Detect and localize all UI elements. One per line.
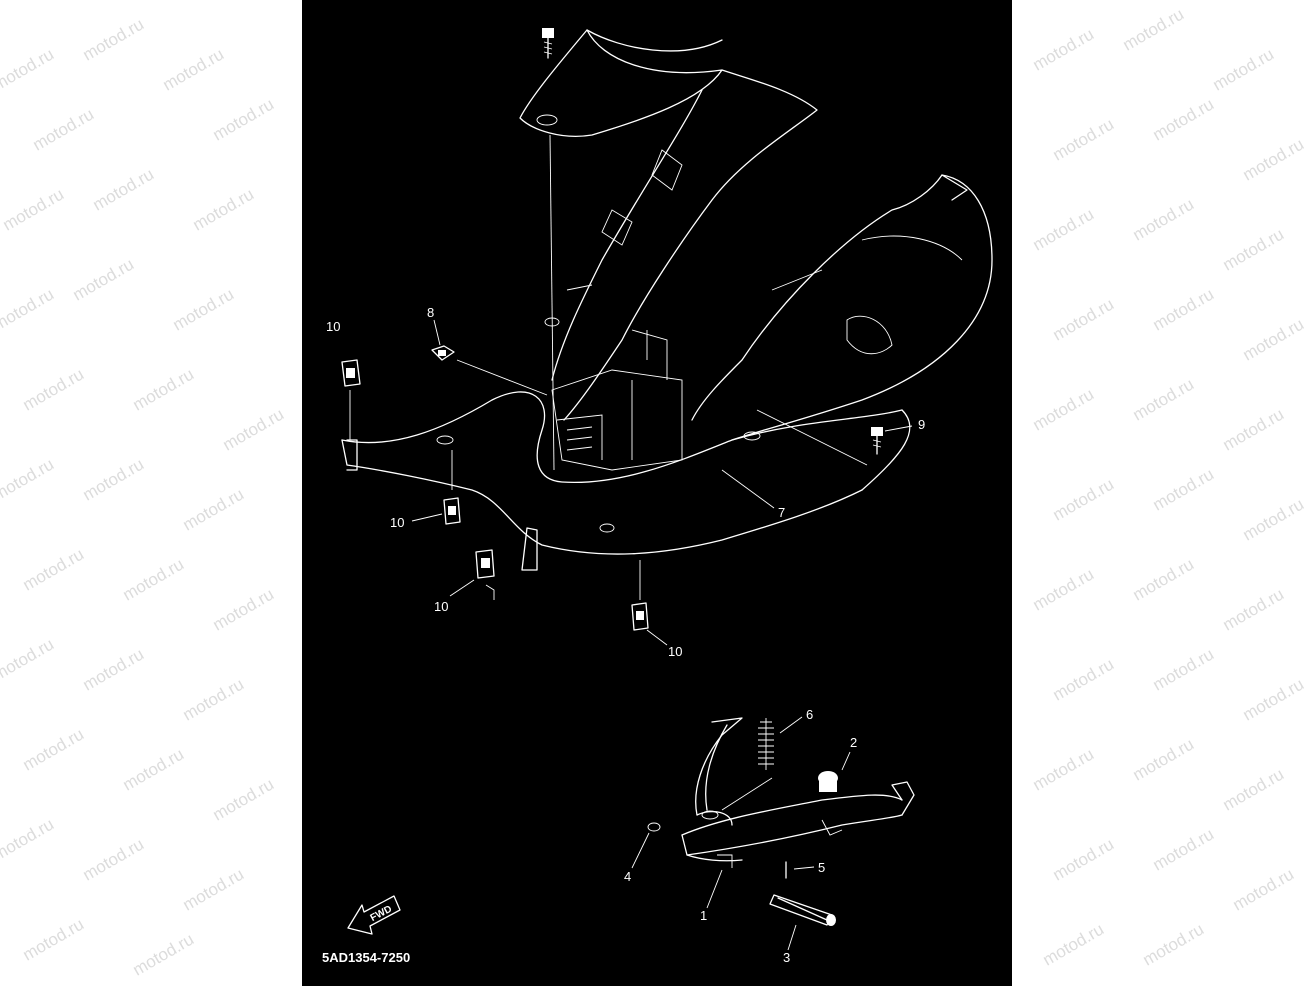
callout-10d: 10: [668, 644, 682, 659]
watermark: motod.ru: [79, 834, 148, 885]
callout-7: 7: [778, 505, 785, 520]
watermark: motod.ru: [1029, 204, 1098, 255]
callout-3: 3: [783, 950, 790, 965]
watermark: motod.ru: [89, 164, 158, 215]
parts-diagram: 10 8 10 10: [322, 28, 993, 965]
watermark: motod.ru: [0, 284, 58, 335]
watermark: motod.ru: [0, 184, 68, 235]
clip-nut-10a: [341, 359, 361, 440]
watermark: motod.ru: [1149, 644, 1218, 695]
watermark: motod.ru: [0, 634, 58, 685]
watermark: motod.ru: [1129, 374, 1198, 425]
watermark: motod.ru: [1149, 284, 1218, 335]
clip-nut-10c: [449, 549, 495, 600]
watermark: motod.ru: [1049, 294, 1118, 345]
watermark: motod.ru: [79, 14, 148, 65]
callout-5: 5: [818, 860, 825, 875]
watermark: motod.ru: [129, 364, 198, 415]
callout-9: 9: [918, 417, 925, 432]
watermark: motod.ru: [179, 674, 248, 725]
watermark: motod.ru: [1029, 384, 1098, 435]
screw-9: [756, 409, 913, 466]
clip-nut-10d: [631, 560, 668, 646]
watermark: motod.ru: [1049, 114, 1118, 165]
callout-6: 6: [806, 707, 813, 722]
watermark: motod.ru: [19, 544, 88, 595]
watermark: motod.ru: [1119, 4, 1188, 55]
top-screw: [542, 28, 555, 471]
watermark: motod.ru: [1039, 919, 1108, 970]
watermark: motod.ru: [1239, 494, 1308, 545]
fwd-label: FWD: [369, 904, 394, 924]
watermark: motod.ru: [1029, 744, 1098, 795]
watermark: motod.ru: [209, 584, 278, 635]
watermark: motod.ru: [119, 744, 188, 795]
watermark: motod.ru: [19, 364, 88, 415]
watermark: motod.ru: [1029, 24, 1098, 75]
watermark: motod.ru: [209, 94, 278, 145]
watermark: motod.ru: [179, 864, 248, 915]
watermark: motod.ru: [79, 454, 148, 505]
watermark: motod.ru: [159, 44, 228, 95]
watermark: motod.ru: [0, 44, 58, 95]
watermark: motod.ru: [1129, 554, 1198, 605]
callout-2: 2: [850, 735, 857, 750]
callout-4: 4: [624, 869, 631, 884]
watermark: motod.ru: [1129, 194, 1198, 245]
callout-10a: 10: [326, 319, 340, 334]
parts-diagram-panel: 10 8 10 10: [302, 0, 1012, 986]
watermark: motod.ru: [189, 184, 258, 235]
watermark: motod.ru: [19, 914, 88, 965]
watermark: motod.ru: [1049, 654, 1118, 705]
watermark: motod.ru: [0, 454, 58, 505]
watermark: motod.ru: [179, 484, 248, 535]
watermark: motod.ru: [1149, 94, 1218, 145]
watermark: motod.ru: [129, 929, 198, 980]
watermark: motod.ru: [1229, 864, 1298, 915]
watermark: motod.ru: [1219, 764, 1288, 815]
watermark: motod.ru: [1209, 44, 1278, 95]
callout-8: 8: [427, 305, 434, 320]
clip-nut-10b: [411, 450, 461, 525]
watermark: motod.ru: [29, 104, 98, 155]
watermark: motod.ru: [1049, 834, 1118, 885]
watermark: motod.ru: [0, 814, 58, 865]
watermark: motod.ru: [1149, 824, 1218, 875]
watermark: motod.ru: [1239, 134, 1308, 185]
callout-10c: 10: [434, 599, 448, 614]
watermark: motod.ru: [1219, 404, 1288, 455]
watermark: motod.ru: [169, 284, 238, 335]
watermark: motod.ru: [1129, 734, 1198, 785]
part-code: 5AD1354-7250: [322, 950, 410, 965]
watermark: motod.ru: [1139, 919, 1208, 970]
watermark: motod.ru: [79, 644, 148, 695]
watermark: motod.ru: [1219, 224, 1288, 275]
watermark: motod.ru: [1239, 314, 1308, 365]
fwd-arrow-icon: FWD: [347, 895, 401, 935]
leader-7: [721, 469, 775, 509]
watermark: motod.ru: [69, 254, 138, 305]
callout-10b: 10: [390, 515, 404, 530]
callout-1: 1: [700, 908, 707, 923]
watermark: motod.ru: [219, 404, 288, 455]
side-stand-drawing: [631, 716, 915, 951]
watermark: motod.ru: [119, 554, 188, 605]
watermark: motod.ru: [1149, 464, 1218, 515]
nut-8: [431, 319, 548, 396]
watermark: motod.ru: [1049, 474, 1118, 525]
watermark: motod.ru: [209, 774, 278, 825]
footboard-cover-drawing: [341, 29, 993, 571]
watermark: motod.ru: [1239, 674, 1308, 725]
watermark: motod.ru: [1029, 564, 1098, 615]
watermark: motod.ru: [1219, 584, 1288, 635]
watermark: motod.ru: [19, 724, 88, 775]
